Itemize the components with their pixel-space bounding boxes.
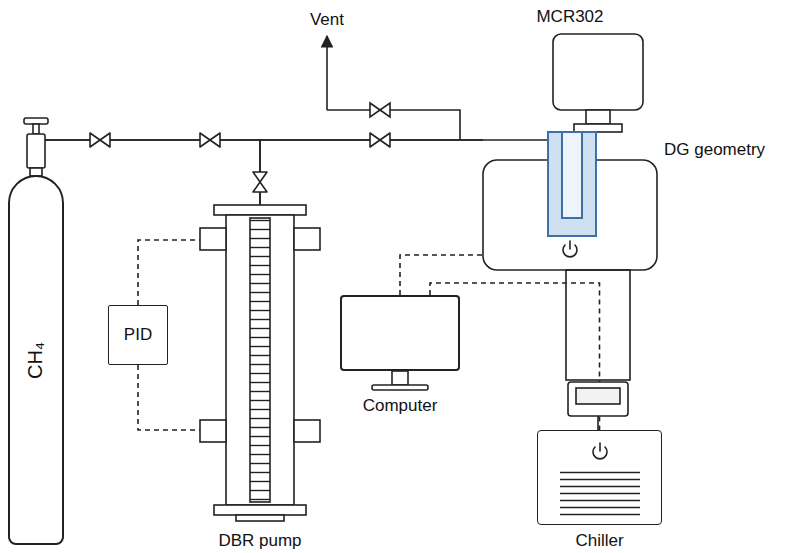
valve-symbol	[370, 133, 390, 147]
chiller-grille	[560, 468, 640, 516]
gas-cylinder: CH₄	[8, 175, 64, 545]
display-screen	[576, 388, 620, 404]
pump-barrel	[226, 215, 294, 505]
valve-handle	[24, 118, 48, 124]
pid-controller: PID	[108, 305, 168, 365]
pump-foot	[236, 515, 284, 521]
text-holder: PID	[109, 306, 167, 364]
rheometer-head	[553, 34, 643, 110]
part-label: DG geometry	[664, 140, 765, 160]
gas-pipe	[36, 140, 260, 205]
power-icons	[445, 241, 607, 459]
signal-line	[400, 255, 483, 295]
power-icon	[569, 241, 571, 249]
pump-flange	[294, 420, 320, 442]
cylinder-valve	[24, 118, 48, 176]
pump-flange	[200, 228, 226, 250]
vent-arrow	[326, 36, 328, 110]
pump-bottom-plate	[214, 505, 306, 515]
power-icon	[599, 443, 601, 451]
inlet-pipe	[483, 139, 548, 141]
node-label: MCR302	[536, 7, 603, 27]
text-holder: CH₄	[10, 177, 62, 543]
node-label: Chiller	[575, 531, 623, 551]
chiller: Chiller	[537, 430, 662, 525]
text-holder: Chiller	[438, 531, 761, 551]
coupling	[574, 124, 622, 132]
valve-symbol	[370, 103, 390, 117]
pump-piston-rod	[250, 218, 270, 502]
rheometer-neck	[586, 110, 610, 124]
chiller-parts	[560, 382, 640, 516]
computer-monitor: Computer	[340, 295, 460, 371]
text-holder: MCR302	[383, 7, 757, 27]
dbr-pump: DBR pump	[214, 205, 306, 521]
node-label: PID	[124, 325, 152, 345]
valve-symbol	[200, 133, 220, 147]
pump-top-plate	[214, 205, 306, 215]
vent-line	[327, 36, 548, 140]
dg-bob	[562, 132, 582, 218]
cylinder-label: CH₄	[25, 341, 48, 378]
valve-body	[27, 134, 45, 168]
monitor-stand	[372, 371, 428, 390]
valve-stem	[33, 124, 39, 134]
dg-cup	[548, 132, 596, 236]
text-holder: Computer	[242, 396, 558, 416]
pump-flange	[294, 228, 320, 250]
rheometer	[483, 34, 657, 380]
gas-pipe	[260, 140, 483, 205]
node-label: DBR pump	[218, 531, 301, 551]
vent-label: Vent	[310, 10, 344, 30]
vent-pipe	[327, 110, 460, 140]
node-label: Computer	[363, 396, 438, 416]
monitor-base	[372, 385, 428, 390]
dbr-pump-body	[200, 205, 320, 521]
display-stub	[597, 416, 599, 430]
monitor-neck	[392, 371, 408, 385]
valves	[90, 133, 390, 192]
chiller-display	[568, 382, 628, 416]
valve-symbol	[90, 133, 110, 147]
rheometer-column	[566, 270, 630, 380]
text-holder: DBR pump	[114, 531, 406, 551]
label-holder: DG geometry	[664, 139, 784, 161]
label-holder: Vent	[227, 9, 427, 31]
rheometer: MCR302	[483, 30, 657, 270]
valve-symbol	[253, 172, 267, 192]
pump-flange	[200, 420, 226, 442]
